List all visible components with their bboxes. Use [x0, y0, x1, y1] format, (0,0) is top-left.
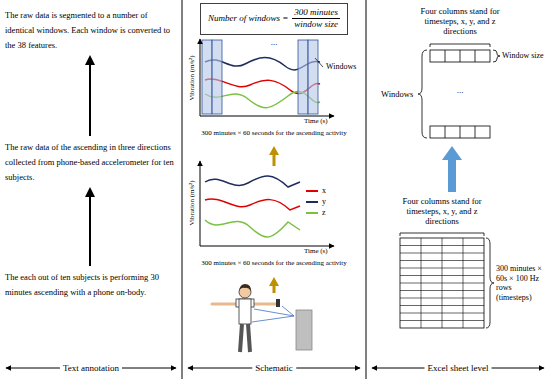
- column-divider: [182, 0, 183, 379]
- signal-curve: [205, 176, 300, 187]
- signal-curve: [205, 199, 300, 210]
- signal-ray: [252, 306, 294, 322]
- column-note: Four columns stand for timesteps, x, y, …: [392, 196, 492, 227]
- axis-line: [200, 246, 334, 247]
- flow-arrow: [89, 189, 91, 266]
- formula-lhs: Number of windows =: [208, 13, 288, 24]
- panel-label: Schematic: [252, 363, 296, 374]
- device: [296, 310, 312, 350]
- ellipsis: ...: [271, 37, 278, 48]
- fraction: 300 minuteswindow size: [292, 7, 340, 31]
- column-bracket: [430, 44, 490, 47]
- window-size-label: Window size: [502, 51, 544, 61]
- annotation-text: The each out of ten subjects is performi…: [5, 270, 177, 300]
- flow-arrow: [269, 277, 279, 293]
- table-cell-lines: [445, 126, 475, 138]
- window-rect: [202, 40, 212, 114]
- table-row: [430, 50, 490, 62]
- legend-entry: z: [306, 208, 326, 218]
- person-legs: [240, 324, 250, 352]
- legend-text: y: [322, 197, 326, 206]
- person-shirt: [239, 299, 251, 324]
- column-note: Four columns stand for timesteps, x, y, …: [410, 6, 510, 37]
- window-rect: [308, 40, 318, 114]
- legend-text: z: [322, 208, 326, 217]
- table-row: [430, 126, 490, 138]
- axis-label: Time (s): [304, 117, 328, 125]
- window-rect: [212, 40, 222, 114]
- axis-label: Vibration (m/s²): [188, 180, 196, 225]
- column-divider: [366, 0, 367, 379]
- brace: [418, 50, 427, 138]
- axis-line: [200, 116, 334, 117]
- ellipsis: ...: [457, 85, 464, 96]
- person-hair: [239, 284, 251, 291]
- annotation-sentence: The raw data of the ascending in three d…: [5, 140, 177, 185]
- annotation-text: The raw data is segmented to a number of…: [5, 8, 177, 53]
- brace: [493, 50, 500, 62]
- leader-line: [315, 58, 323, 67]
- legend-line-sample: [306, 212, 318, 214]
- data-grid: [400, 238, 484, 328]
- column-bracket: [400, 233, 484, 236]
- grid-lines: [400, 238, 484, 328]
- axis-line: [200, 161, 201, 246]
- row-count-label: 300 minutes × 60s × 100 Hz rows (timeste…: [496, 264, 546, 302]
- phone: [276, 299, 280, 307]
- annotation-text: The raw data of the ascending in three d…: [5, 140, 177, 185]
- brace: [486, 238, 494, 328]
- legend-text: x: [322, 186, 326, 195]
- flow-arrow: [269, 146, 279, 166]
- table-cell-lines: [445, 50, 475, 62]
- legend-line-sample: [306, 190, 318, 192]
- signal-curve: [205, 220, 300, 237]
- window-rect: [298, 40, 308, 114]
- chart-caption: 300 minutes × 60 seconds for the ascendi…: [201, 259, 346, 267]
- axis-label: Time (s): [304, 247, 328, 255]
- chart-caption: 300 minutes × 60 seconds for the ascendi…: [201, 129, 346, 137]
- window-label: Windows: [326, 62, 356, 72]
- legend-line-sample: [306, 201, 318, 203]
- flow-arrow: [89, 57, 91, 136]
- annotation-sentence: The raw data is segmented to a number of…: [5, 8, 177, 53]
- panel-label: Text annotation: [60, 363, 122, 374]
- panel-label: Excel sheet level: [425, 363, 492, 374]
- annotation-sentence: The each out of ten subjects is performi…: [5, 270, 177, 300]
- legend-entry: x: [306, 186, 326, 196]
- fraction-denominator: window size: [292, 19, 340, 30]
- axis-line: [200, 39, 201, 116]
- flow-arrow: [442, 146, 462, 192]
- window-label: Windows: [381, 89, 413, 99]
- formula-box: Number of windows = 300 minuteswindow siz…: [200, 3, 348, 35]
- fraction-numerator: 300 minutes: [292, 7, 340, 19]
- legend-entry: y: [306, 197, 326, 207]
- axis-label: Vibration (m/s²): [188, 55, 196, 100]
